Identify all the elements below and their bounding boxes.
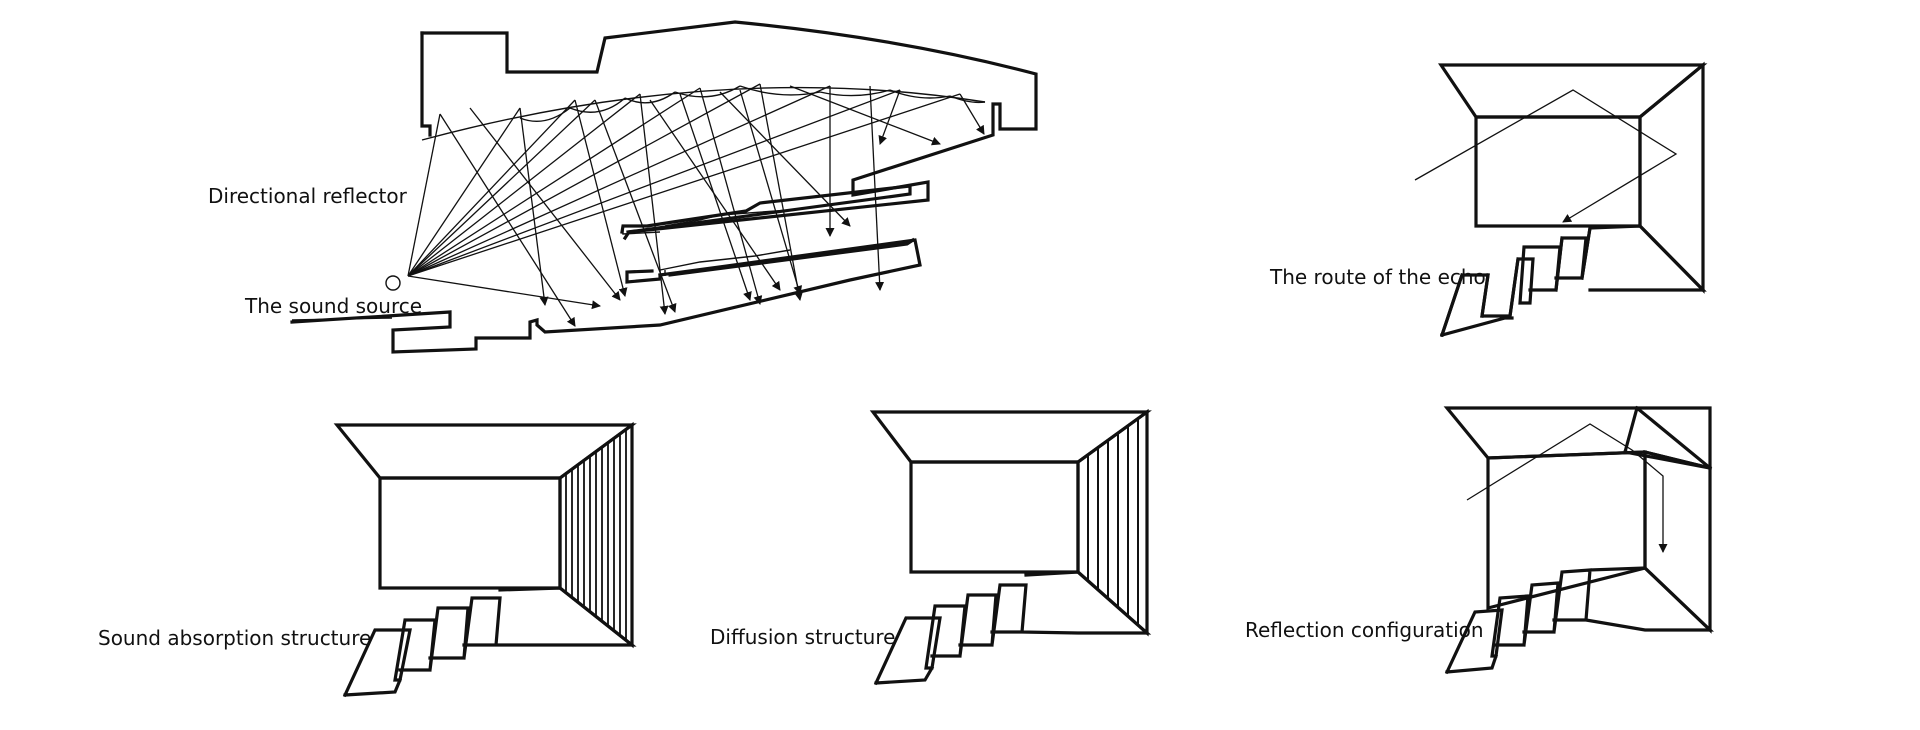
sound-ray-8: [407, 85, 831, 277]
reflection-panel: Reflection configuration: [1245, 405, 1714, 675]
sound-ray-22: [959, 93, 985, 135]
sound-source-icon: [385, 275, 401, 291]
stage-floor-line: [291, 317, 393, 321]
balcony-one: [622, 209, 791, 235]
hall-section-panel: Directional reflector The sound source: [208, 20, 1038, 354]
ref-reflector-panel: [1623, 405, 1713, 471]
sound-ray-23: [469, 107, 621, 301]
sound-ray-11: [407, 275, 601, 310]
dif-stairs: [873, 570, 1152, 686]
sound-ray-21: [878, 89, 901, 145]
sound-ray-15: [594, 99, 677, 313]
reflection-route-line: [1466, 423, 1668, 553]
label-reflection: Reflection configuration: [1245, 618, 1484, 642]
diffusion-panels: [1087, 419, 1139, 625]
balcony-two: [659, 249, 791, 276]
sound-ray-16: [639, 93, 669, 315]
sound-ray-28: [789, 85, 941, 146]
sound-ray-7: [407, 83, 761, 277]
ref-stairs: [1444, 566, 1714, 675]
ref-right-wall: [1643, 449, 1712, 634]
reflector-wall-left: [420, 31, 432, 137]
dif-back-wall: [909, 460, 1080, 574]
sound-ray-6: [407, 87, 701, 277]
room-steps-detail: [1439, 226, 1592, 338]
echo-route-line: [1414, 89, 1678, 223]
label-diffusion: Diffusion structure: [710, 625, 895, 649]
sound-ray-18: [759, 83, 803, 301]
room-back-wall: [1474, 115, 1642, 228]
sound-ray-27: [679, 93, 752, 301]
hall-outline-lower: [290, 184, 922, 354]
abs-ceiling: [333, 423, 637, 480]
echo-route-panel: The route of the echo: [1269, 61, 1708, 338]
absorption-panel: Sound absorption structure: [98, 421, 637, 698]
hall-outline-upper: [420, 20, 1038, 241]
sound-ray-20: [869, 85, 885, 291]
label-sound-source: The sound source: [244, 294, 422, 318]
sound-ray-2: [407, 107, 521, 277]
label-echo-route: The route of the echo: [1269, 265, 1486, 289]
absorption-panels: [565, 429, 627, 640]
sound-ray-12: [439, 113, 576, 327]
sound-ray-26: [739, 89, 803, 295]
label-absorption: Sound absorption structure: [98, 626, 371, 650]
abs-stairs: [342, 586, 637, 698]
sound-ray-25: [719, 91, 851, 227]
reflector-arc-base: [421, 86, 986, 141]
sound-ray-1: [407, 113, 441, 277]
ref-back-wall: [1486, 450, 1647, 611]
diffusion-panel: Diffusion structure: [710, 408, 1152, 686]
dif-ceiling: [869, 410, 1152, 464]
sound-ray-17: [699, 87, 763, 305]
sound-ray-9: [407, 89, 901, 277]
label-directional-reflector: Directional reflector: [208, 184, 408, 208]
abs-back-wall: [378, 476, 562, 590]
sound-ray-3: [407, 99, 576, 277]
sound-ray-10: [407, 93, 961, 277]
sound-ray-5: [407, 93, 641, 277]
sound-ray-14: [574, 99, 628, 297]
room-floor-stairs: [1439, 224, 1707, 338]
ray-group: [407, 83, 985, 327]
sound-ray-13: [519, 107, 549, 306]
sound-ray-4: [407, 99, 596, 277]
